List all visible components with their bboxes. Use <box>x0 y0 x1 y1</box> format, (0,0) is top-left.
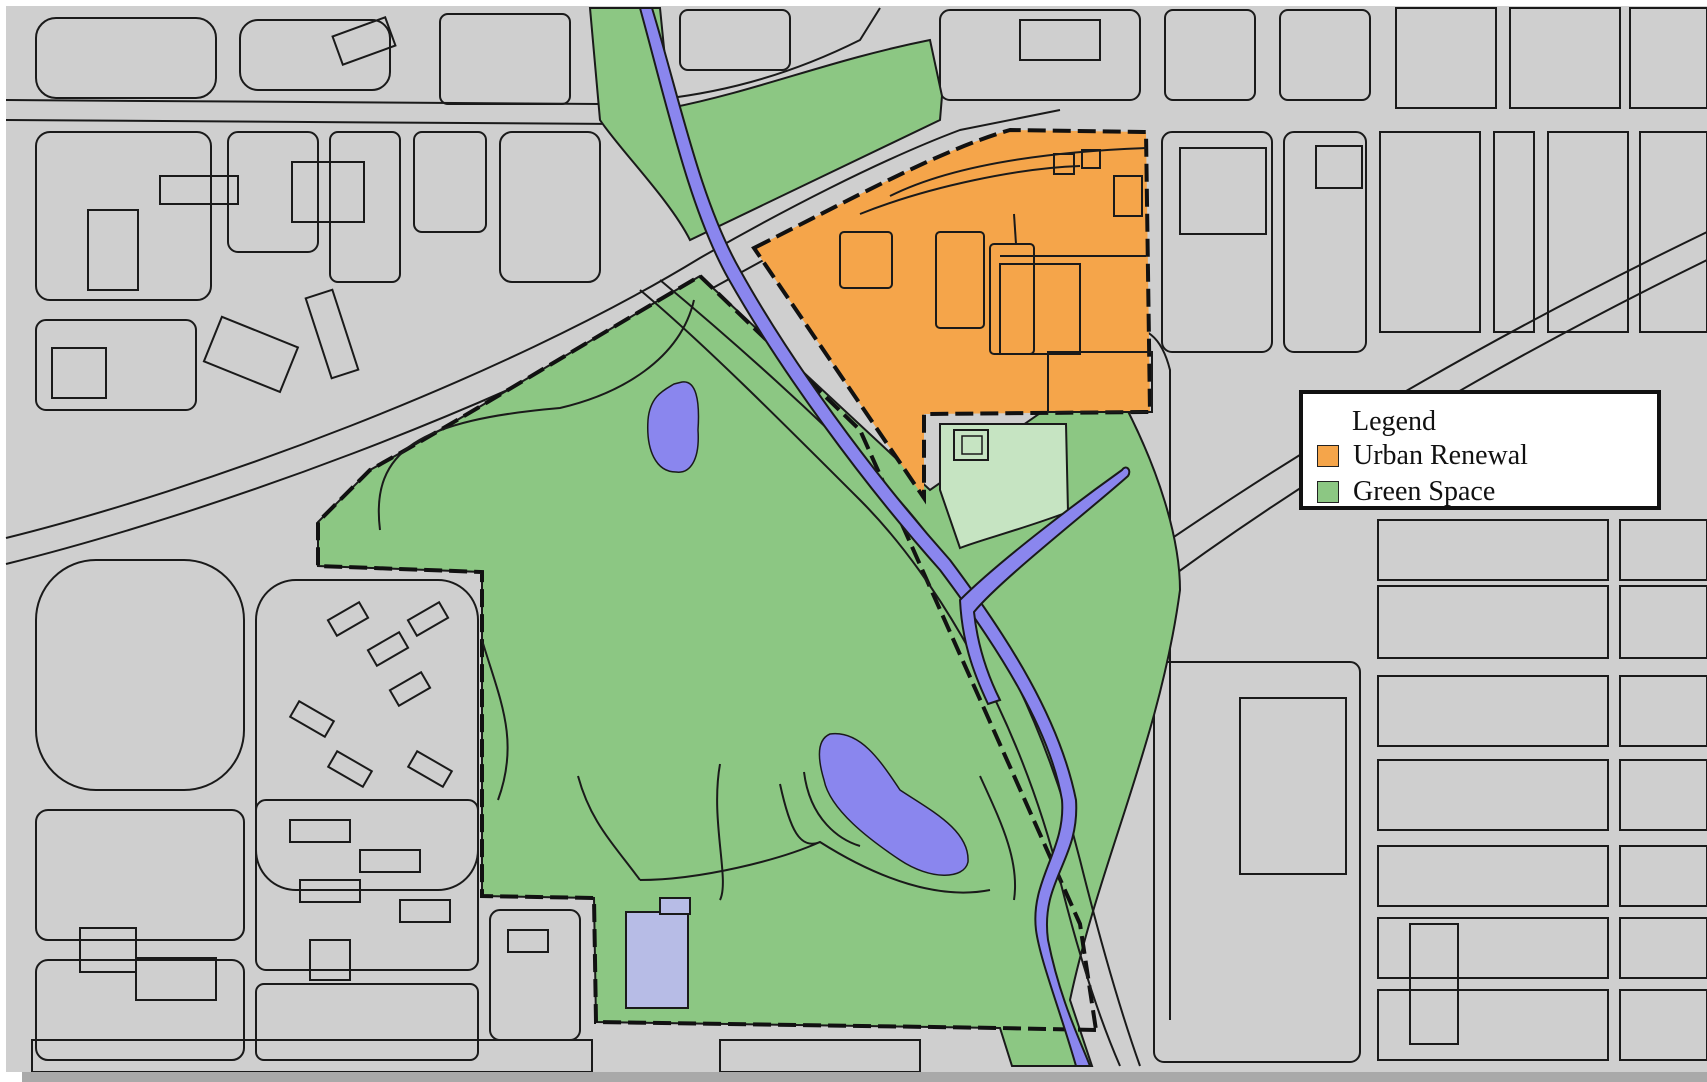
pond-north <box>647 381 700 473</box>
park-paths <box>377 279 1141 1067</box>
map-legend: Legend Urban Renewal Green Space <box>1299 390 1661 510</box>
water-features <box>638 7 1131 1067</box>
ballfield-diamond <box>953 429 989 461</box>
legend-label: Urban Renewal <box>1353 440 1528 471</box>
building-lot-annex <box>659 897 691 915</box>
legend-item-green-space: Green Space <box>1317 475 1495 509</box>
urban-renewal-buildings <box>839 147 1153 413</box>
pond-south <box>818 732 969 876</box>
bottom-strip <box>22 1072 1707 1082</box>
legend-item-urban-renewal: Urban Renewal <box>1317 439 1528 473</box>
urban-renewal-swatch-icon <box>1317 445 1339 467</box>
stream <box>638 7 1092 1067</box>
green-space-north <box>588 7 944 242</box>
urban-renewal-area <box>751 127 1153 505</box>
drainage-channel <box>958 466 1131 706</box>
building-lot <box>625 911 689 1009</box>
legend-title: Legend <box>1352 406 1436 437</box>
green-space-swatch-icon <box>1317 481 1339 503</box>
legend-label: Green Space <box>1353 476 1496 507</box>
street-network <box>31 7 1707 1073</box>
ballfield-infield <box>961 435 983 455</box>
